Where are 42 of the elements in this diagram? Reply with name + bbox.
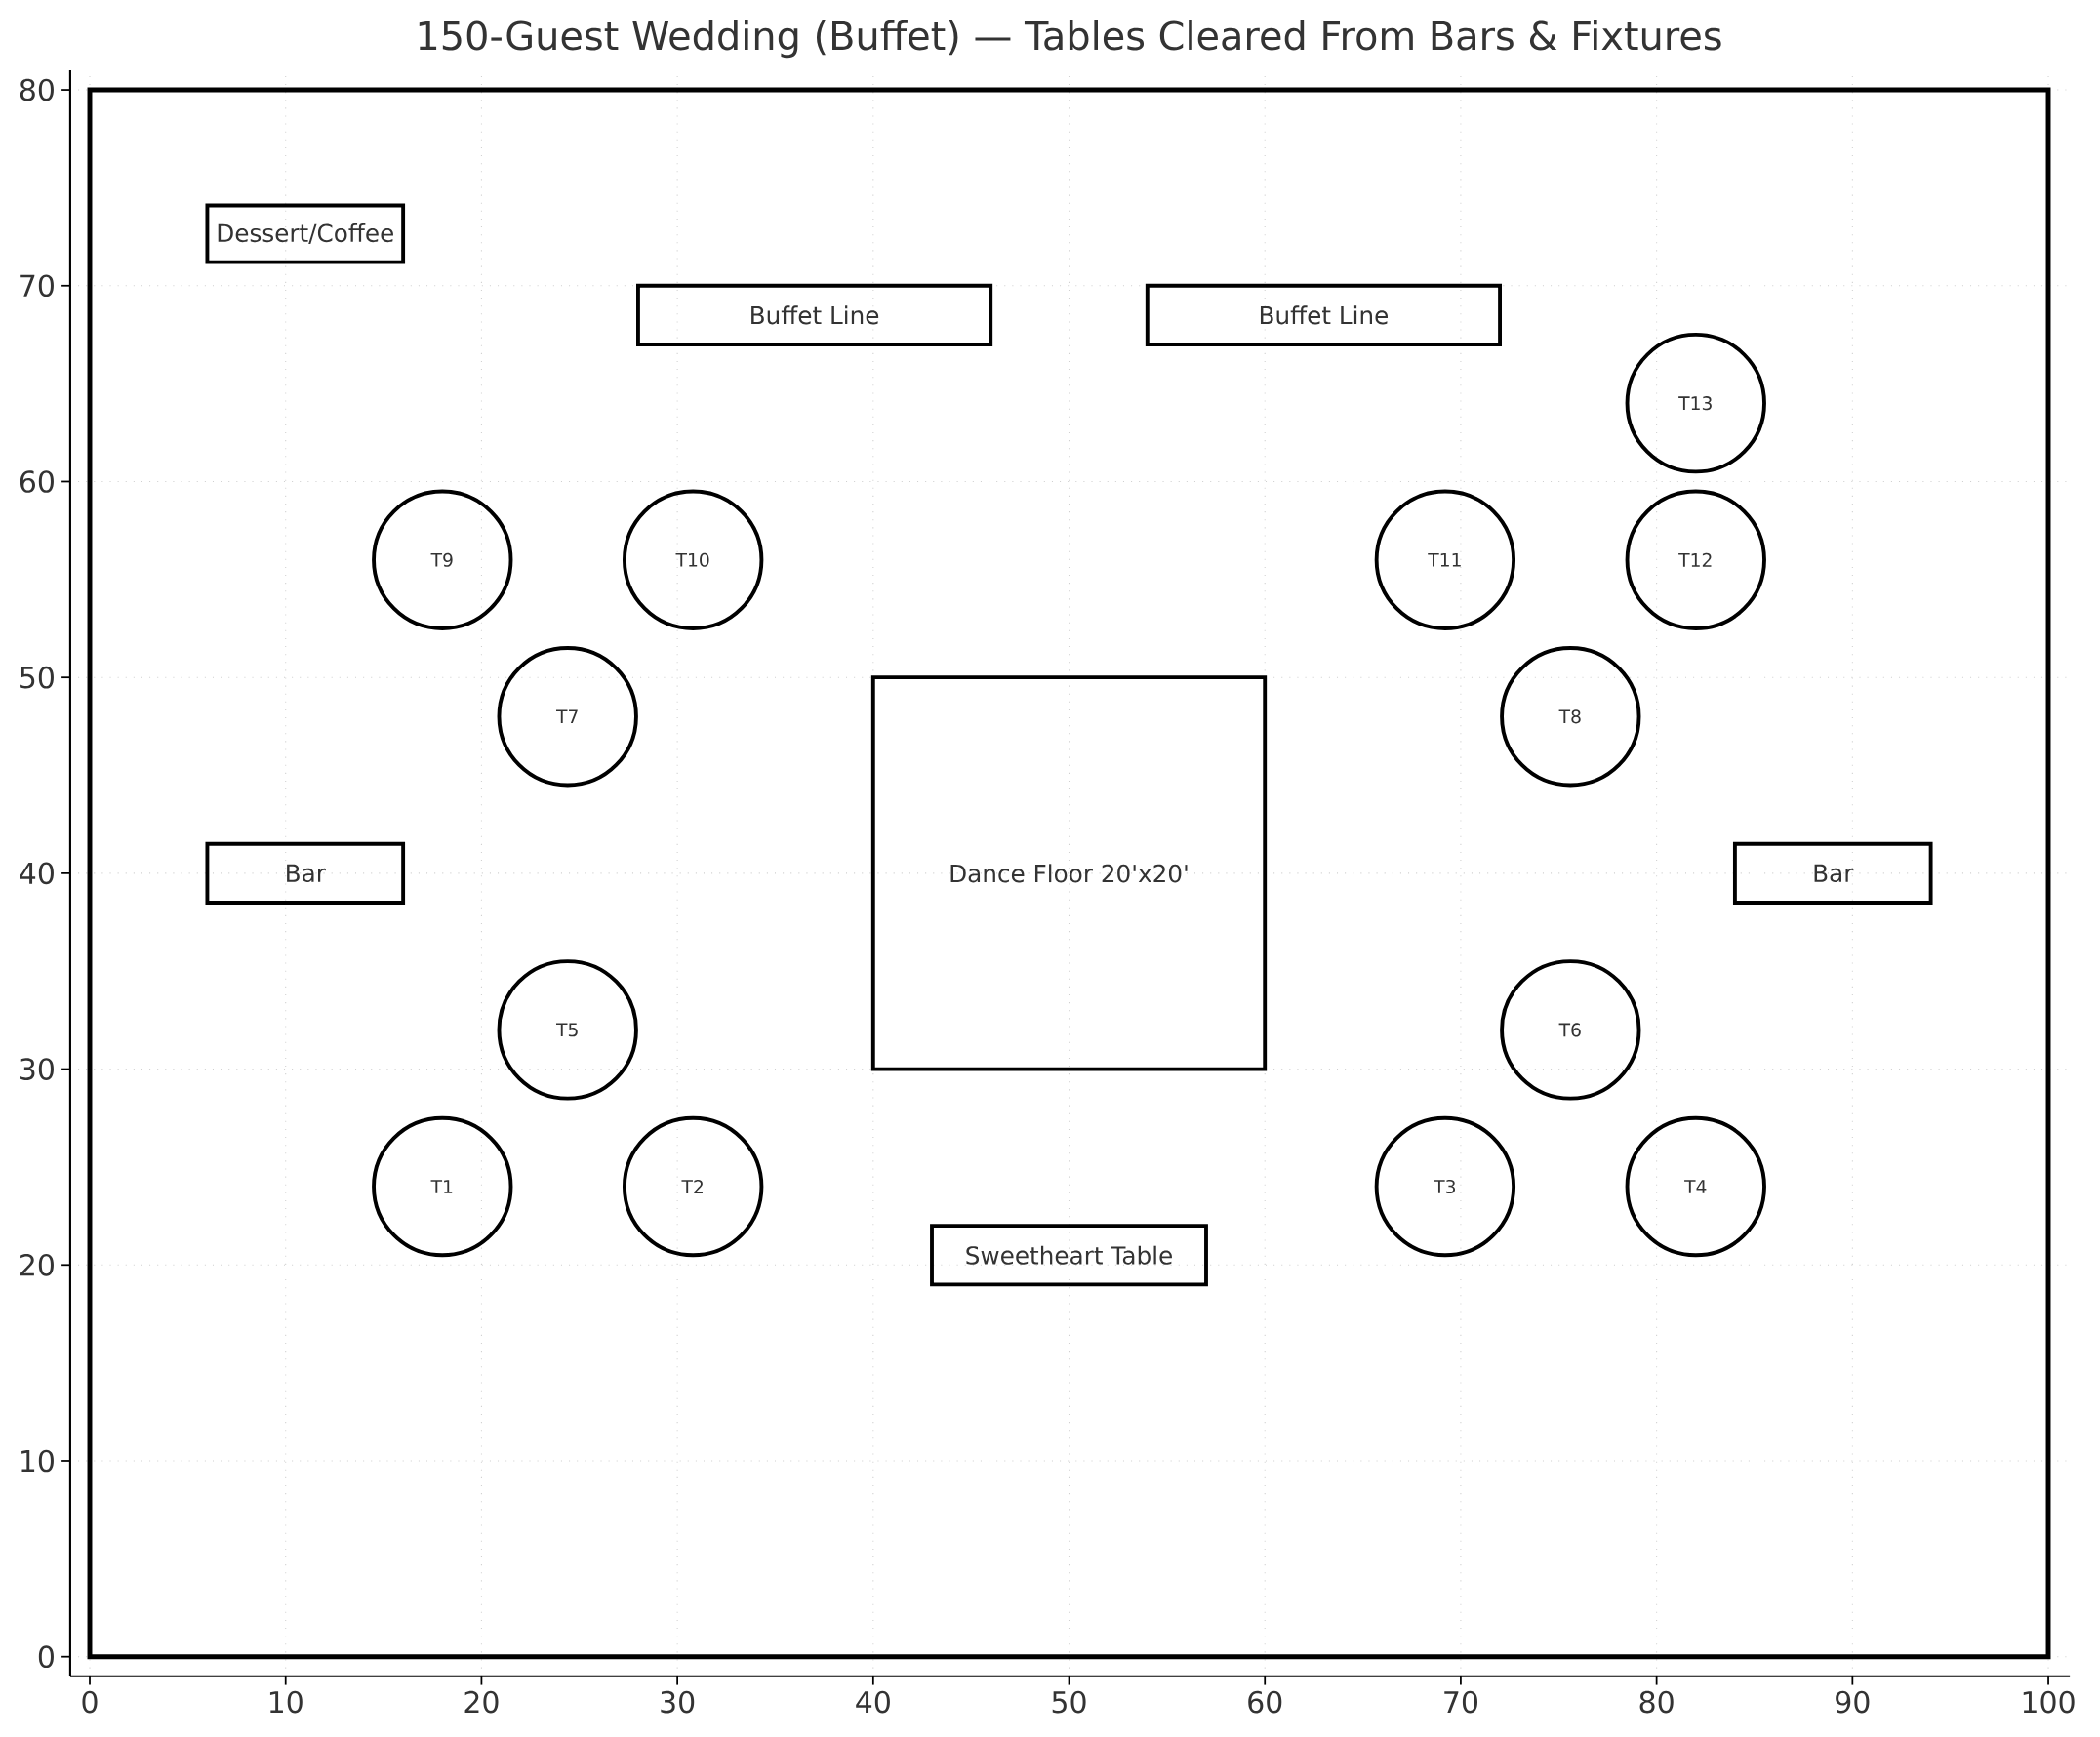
round-table: T5 (497, 959, 638, 1101)
tick-label: 20 (464, 1675, 499, 1714)
round-table: T8 (1500, 646, 1641, 788)
tick-label: 60 (20, 470, 71, 493)
tick-label: 50 (20, 666, 71, 689)
tick-label: 30 (661, 1675, 695, 1714)
station-box: Buffet Line (636, 283, 993, 346)
round-table: T13 (1625, 333, 1766, 474)
station-box: Sweetheart Table (930, 1224, 1208, 1287)
round-table: T12 (1625, 489, 1766, 630)
round-table: T4 (1625, 1115, 1766, 1258)
tick-label: 0 (82, 1675, 98, 1714)
station-box: Bar (205, 841, 406, 905)
tick-label: 20 (20, 1253, 71, 1276)
tick-label: 10 (269, 1675, 303, 1714)
tick-label: 30 (20, 1058, 71, 1080)
station-box: Bar (1732, 841, 1933, 905)
round-table: T1 (372, 1115, 513, 1258)
tick-label: 60 (1248, 1675, 1282, 1714)
round-table: T2 (622, 1115, 764, 1258)
round-table: T7 (497, 646, 638, 788)
tick-label: 80 (1639, 1675, 1674, 1714)
tick-label: 100 (2023, 1675, 2075, 1714)
tick-label: 40 (856, 1675, 890, 1714)
station-box: Buffet Line (1145, 283, 1502, 346)
tick-label: 80 (20, 78, 71, 101)
station-box: Dessert/Coffee (205, 203, 406, 264)
room-outline (87, 87, 2051, 1660)
round-table: T9 (372, 489, 513, 630)
tick-label: 90 (1836, 1675, 1870, 1714)
round-table: T6 (1500, 959, 1641, 1101)
round-table: T11 (1374, 489, 1516, 630)
dance-floor: Dance Floor 20'x20' (870, 675, 1268, 1071)
tick-label: 40 (20, 862, 71, 885)
tick-label: 10 (21, 1449, 71, 1473)
tick-label: 50 (1052, 1675, 1086, 1714)
round-table: T3 (1374, 1115, 1516, 1258)
chart-title: 150-Guest Wedding (Buffet) — Tables Cleared From Bars & Fixtures (419, 20, 1721, 59)
tick-label: 0 (38, 1645, 71, 1669)
tick-label: 70 (20, 274, 71, 298)
tick-label: 70 (1444, 1675, 1477, 1714)
round-table: T10 (622, 489, 764, 630)
